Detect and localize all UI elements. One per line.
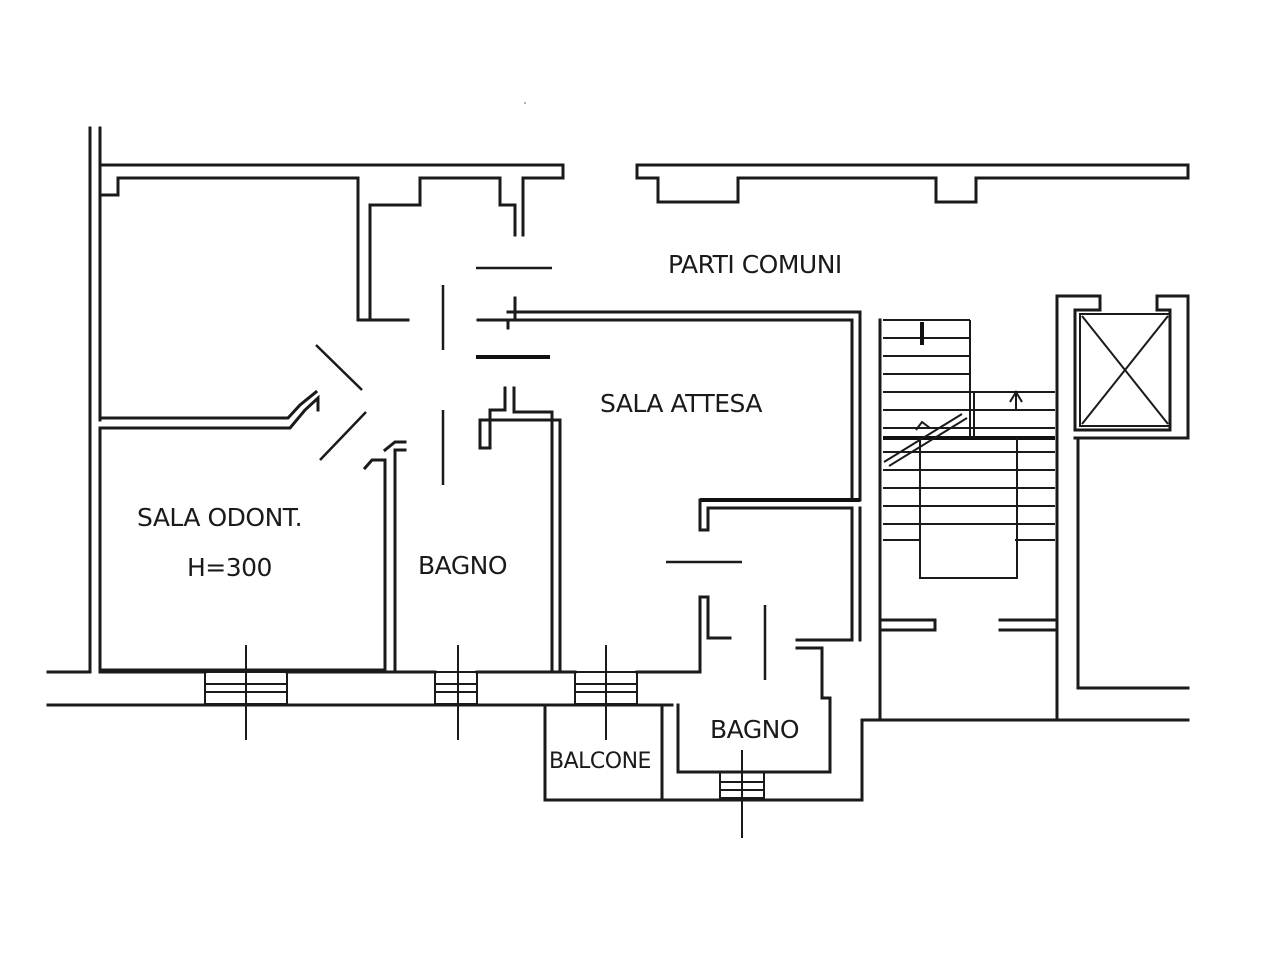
stair-treads (883, 319, 1055, 579)
window-sala-attesa (574, 645, 638, 740)
sala-attesa-walls (476, 296, 862, 672)
label-parti-comuni: PARTI COMUNI (668, 250, 842, 279)
label-sala-odont: SALA ODONT. (137, 503, 302, 532)
stairwell (878, 294, 1190, 722)
label-height-note: H=300 (187, 553, 272, 582)
label-sala-attesa: SALA ATTESA (600, 389, 762, 418)
top-wall-right (635, 163, 1190, 204)
window-sala-odont (204, 645, 288, 740)
top-wall-left (88, 126, 565, 672)
window-bagno-2 (719, 750, 765, 838)
label-bagno-2: BAGNO (710, 715, 799, 744)
window-bagno-1 (434, 645, 478, 740)
speck (524, 102, 526, 104)
label-bagno-1: BAGNO (418, 551, 507, 580)
windows (204, 645, 765, 838)
left-room-walls (98, 389, 407, 672)
label-balcone: BALCONE (549, 749, 651, 774)
doors (315, 266, 767, 680)
